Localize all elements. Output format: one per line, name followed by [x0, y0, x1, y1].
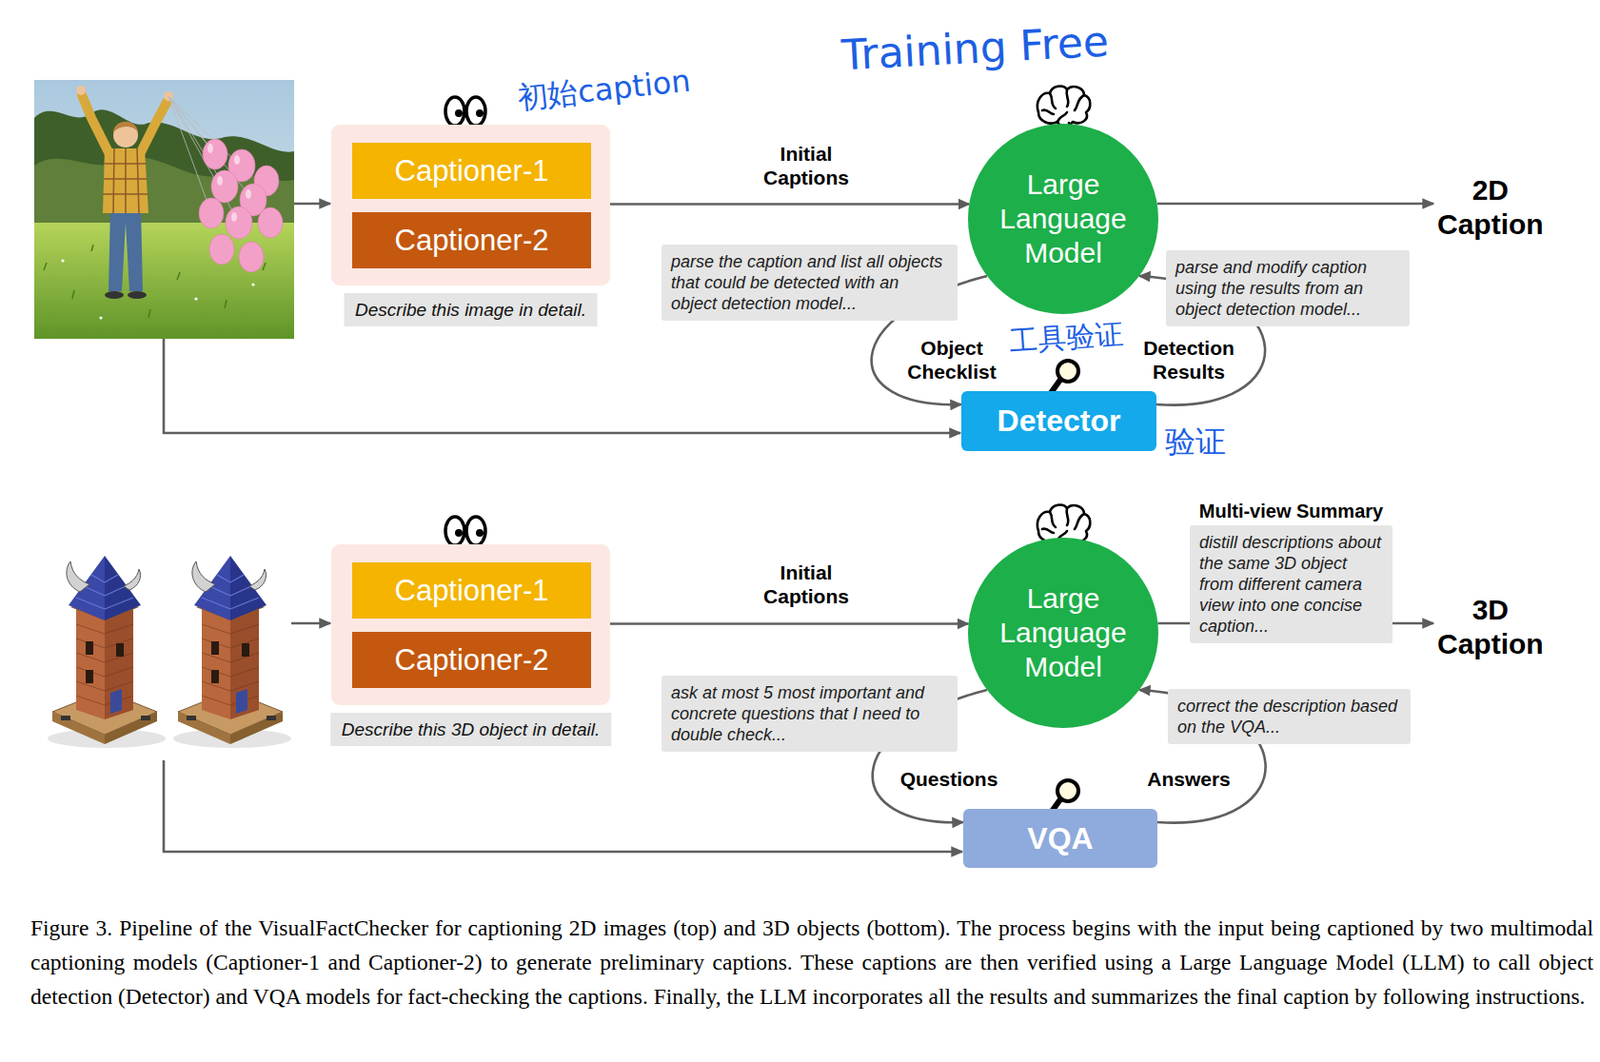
captioner-group: Describe this image in detail.Captioner-…: [331, 124, 611, 286]
prompt-note-text: ask at most 5 most important and concret…: [671, 682, 949, 746]
annotation-wrap: Training Free: [840, 18, 1110, 80]
edge-label: Object Checklist: [904, 335, 999, 384]
tool-box: VQA: [963, 809, 1158, 869]
output-label-text: 2D Caption: [1437, 173, 1544, 242]
handwritten-note: Training Free: [840, 18, 1110, 80]
prompt-note-text: parse and modify caption using the resul…: [1175, 256, 1401, 320]
captioner-group: Describe this 3D object in detail.Captio…: [331, 544, 611, 706]
tool-box-text: VQA: [1027, 821, 1093, 857]
captioner-box: Captioner-1: [352, 562, 592, 619]
prompt-wrap: Describe this image in detail.: [343, 293, 598, 327]
edge-label-wrap: Initial Captions: [760, 141, 852, 190]
captioner-box-text: Captioner-1: [395, 154, 550, 189]
input-arrows: [163, 203, 963, 852]
edge-label-wrap: Initial Captions: [760, 560, 852, 609]
prompt-note-text: parse the caption and list all objects t…: [671, 251, 949, 315]
figure-caption: Figure 3. Pipeline of the VisualFactChec…: [30, 910, 1594, 1014]
output-label: 2D Caption: [1437, 173, 1544, 242]
edge-label: Initial Captions: [760, 141, 852, 190]
edge-label: Answers: [1144, 767, 1234, 791]
tool-box: Detector: [961, 391, 1157, 452]
3d-object-illustration: [47, 555, 292, 749]
edge-label-wrap: Questions: [897, 767, 1002, 791]
edge-label-wrap: Detection Results: [1140, 335, 1238, 384]
prompt-label: Describe this image in detail.: [343, 293, 598, 327]
handwritten-note: 验证: [1165, 424, 1226, 460]
annotation-wrap: 工具验证: [1007, 317, 1125, 359]
annotation-wrap: 验证: [1165, 424, 1226, 460]
captioner-box-text: Captioner-2: [395, 643, 550, 678]
handwritten-note: 初始caption: [515, 63, 693, 118]
prompt-note-text: correct the description based on the VQA…: [1177, 695, 1402, 738]
connector: [1157, 202, 1434, 206]
output-label: 3D Caption: [1437, 592, 1544, 662]
edge-label: Detection Results: [1140, 335, 1238, 384]
connector: [1157, 622, 1190, 626]
captioner-box: Captioner-2: [352, 632, 592, 689]
captioner-box-text: Captioner-2: [395, 223, 550, 258]
prompt-note: correct the description based on the VQA…: [1167, 689, 1411, 745]
prompt-note: ask at most 5 most important and concret…: [661, 675, 958, 752]
prompt-label: Describe this 3D object in detail.: [330, 712, 612, 747]
output-label-text: 3D Caption: [1437, 592, 1544, 662]
llm-circle-text: Large Language Model: [999, 581, 1126, 685]
llm-circle-text: Large Language Model: [999, 167, 1126, 271]
llm-circle: Large Language Model: [967, 123, 1159, 315]
prompt-note: parse and modify caption using the resul…: [1165, 250, 1410, 327]
annotation-wrap: 初始caption: [515, 63, 693, 118]
summary-note: Multi-view Summarydistill descriptions a…: [1189, 525, 1393, 644]
note-heading: Multi-view Summary: [1199, 499, 1383, 523]
caption-wrap: Figure 3. Pipeline of the VisualFactChec…: [30, 910, 1594, 1014]
connector: [610, 622, 968, 626]
heading-wrap: Multi-view Summary: [1199, 499, 1383, 526]
tool-box-text: Detector: [997, 403, 1122, 439]
connector: [1392, 622, 1434, 626]
prompt-note: parse the caption and list all objects t…: [661, 244, 958, 321]
llm-circle: Large Language Model: [967, 537, 1159, 729]
summary-note-text: distill descriptions about the same 3D o…: [1199, 532, 1383, 637]
edge-label-wrap: Object Checklist: [904, 335, 999, 384]
photo-illustration: [34, 79, 295, 339]
edge-label: Questions: [897, 767, 1002, 791]
captioner-box: Captioner-2: [352, 212, 592, 269]
connector: [610, 202, 969, 206]
edge-label: Initial Captions: [760, 560, 852, 609]
handwritten-note: 工具验证: [1007, 317, 1125, 359]
edge-label-wrap: Answers: [1144, 767, 1234, 791]
captioner-box: Captioner-1: [352, 142, 592, 199]
prompt-wrap: Describe this 3D object in detail.: [330, 712, 612, 747]
captioner-box-text: Captioner-1: [395, 573, 550, 609]
